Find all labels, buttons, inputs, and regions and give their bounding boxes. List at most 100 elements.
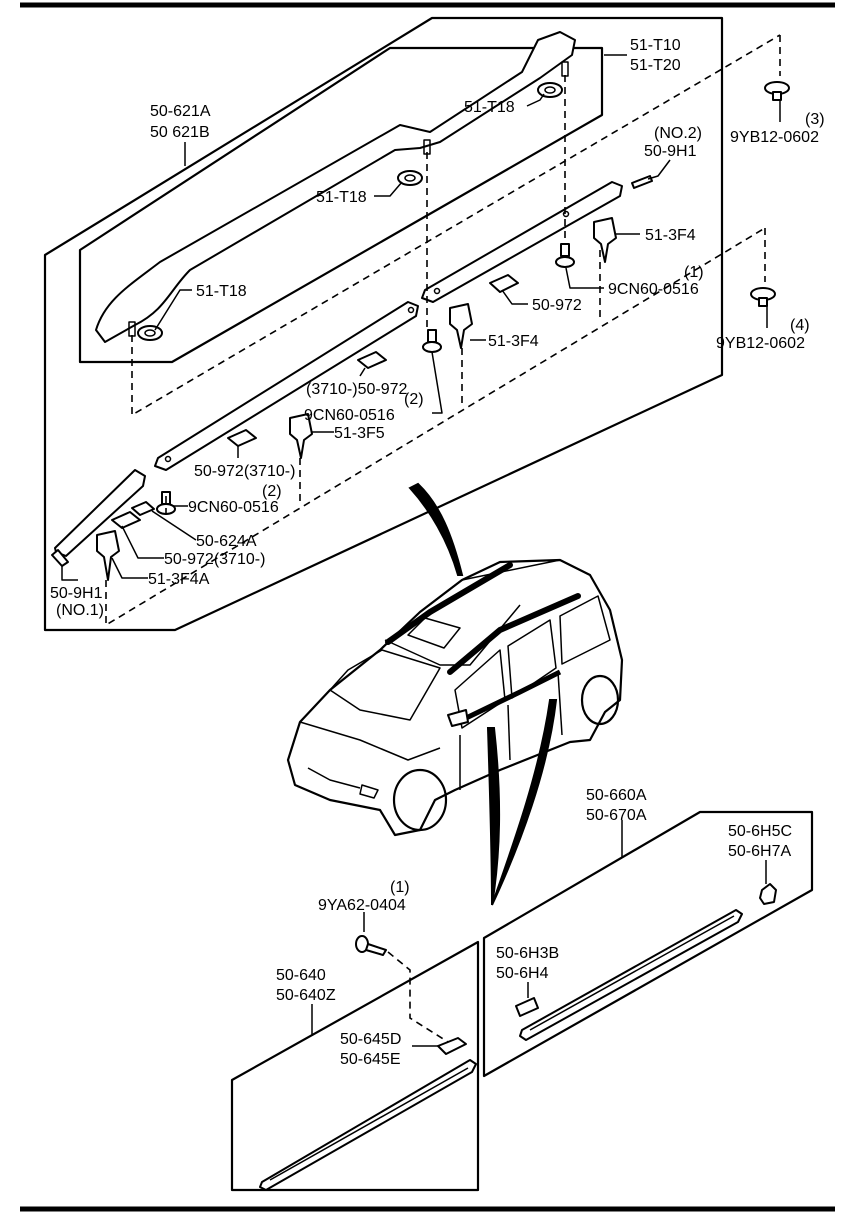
label-yb: 9YB12-0602 (716, 335, 805, 352)
end-cap-6h5c-part (759, 883, 777, 905)
label-roof-rail: 50 621B (150, 124, 210, 141)
label-645: 50-645D (340, 1031, 401, 1048)
molding-strip-groove (269, 1067, 469, 1181)
end-plug-part (51, 549, 69, 567)
pad-624a-part (131, 501, 155, 516)
screw-part (422, 329, 442, 353)
label-front-molding: 50-660A (586, 787, 647, 804)
tape-part (489, 274, 519, 293)
tape-part (227, 429, 257, 447)
molding-strip-groove (529, 915, 735, 1031)
label-yb-qty: (3) (805, 111, 825, 128)
leader-line (501, 289, 528, 305)
tape-part (357, 351, 387, 369)
label-front-molding: 50-670A (586, 807, 647, 824)
clip-645-part (437, 1037, 467, 1055)
vehicle-illustration (286, 558, 624, 837)
label-3f5: 51-3F5 (334, 425, 385, 442)
roof-rail-bar-part (154, 301, 419, 471)
leader-line (374, 181, 403, 197)
label-ya: 9YA62-0404 (318, 897, 406, 914)
front-molding-panel (482, 810, 814, 1078)
leader-line (565, 267, 604, 289)
callout-arrow (491, 699, 558, 906)
label-cn-qty: (2) (262, 483, 282, 500)
rail-cover-subpanel (78, 46, 604, 364)
clip-6h3b-part (515, 997, 539, 1017)
label-972: 50-972(3710-) (164, 551, 265, 568)
fastener-3f4-part (449, 303, 473, 349)
roof-rail-bar-part (421, 181, 623, 303)
label-no1: (NO.1) (56, 602, 104, 619)
fastener-3f5-part (289, 413, 313, 459)
label-9h1: 50-9H1 (50, 585, 103, 602)
callout-arrow (486, 727, 501, 906)
rail-hole (433, 287, 441, 295)
cover-stud (561, 61, 569, 77)
leader-line (359, 367, 366, 377)
seal-t18-part (544, 86, 556, 94)
roof-rail-panel (43, 16, 724, 632)
label-t18: 51-T18 (464, 99, 515, 116)
label-972: 50-972(3710-) (194, 463, 295, 480)
leader-line (121, 525, 164, 559)
leader-line (151, 510, 197, 541)
callout-arrow (408, 482, 464, 576)
seal-t18-part (404, 174, 416, 182)
rail-cover-part (95, 31, 576, 343)
seal-t18-part (144, 329, 156, 337)
guide-line (131, 34, 781, 417)
label-no2: (NO.2) (654, 125, 702, 142)
label-6h5c: 50-6H5C (728, 823, 792, 840)
label-6h3b: 50-6H4 (496, 965, 549, 982)
label-3f4: 51-3F4 (645, 227, 696, 244)
label-rail-cover: 51-T20 (630, 57, 681, 74)
label-rear-molding: 50-640Z (276, 987, 336, 1004)
label-rail-cover: 51-T10 (630, 37, 681, 54)
fastener-3f4a-part (96, 530, 120, 581)
fastener-3f4-part (593, 217, 617, 263)
screw-9ya62-part (355, 935, 387, 956)
clip-9yb12-part (764, 81, 790, 101)
seal-t18-part (137, 325, 163, 341)
label-cn: 9CN60-0516 (608, 281, 699, 298)
leader-line (111, 557, 148, 579)
rail-hole (407, 306, 415, 314)
label-ya-qty: (1) (390, 879, 410, 896)
seal-t18-part (537, 82, 563, 98)
label-9h1: 50-9H1 (644, 143, 697, 160)
label-roof-rail: 50-621A (150, 103, 211, 120)
label-972: (3710-)50-972 (306, 381, 408, 398)
rear-molding-panel (230, 940, 480, 1192)
leader-line (154, 289, 192, 331)
tape-part (111, 511, 141, 529)
label-yb-qty: (4) (790, 317, 810, 334)
leader-line (647, 159, 671, 180)
leader-line (431, 351, 443, 414)
rail-hole (562, 210, 570, 218)
guide-line (105, 227, 766, 627)
leader-line (526, 93, 545, 107)
leader-line (61, 566, 78, 581)
label-yb: 9YB12-0602 (730, 129, 819, 146)
screw-part (555, 243, 575, 268)
label-3f4a: 51-3F4A (148, 571, 210, 588)
guide-line (387, 951, 449, 1043)
label-rear-molding: 50-640 (276, 967, 326, 984)
label-t18: 51-T18 (316, 189, 367, 206)
label-cn: 9CN60-0516 (188, 499, 279, 516)
end-plug-part (631, 175, 653, 189)
clip-9yb12-part (750, 287, 776, 307)
label-972: 50-972 (532, 297, 582, 314)
label-645: 50-645E (340, 1051, 401, 1068)
label-t18: 51-T18 (196, 283, 247, 300)
seal-t18-part (397, 170, 423, 186)
label-6h3b: 50-6H3B (496, 945, 559, 962)
label-cn-qty: (2) (404, 391, 424, 408)
label-624a: 50-624A (196, 533, 257, 550)
rail-hole (164, 455, 172, 463)
label-cn-qty: (1) (684, 264, 704, 281)
label-3f4: 51-3F4 (488, 333, 539, 350)
label-6h5c: 50-6H7A (728, 843, 791, 860)
